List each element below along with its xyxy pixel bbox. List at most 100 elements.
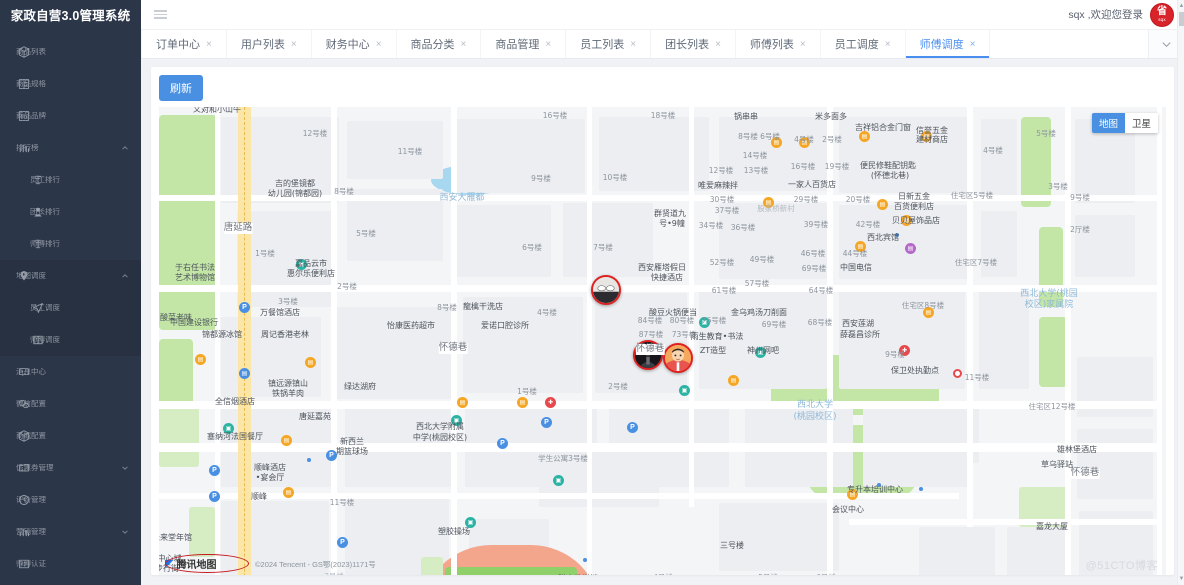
sidebar-item-16[interactable]: 师傅认证 [0, 548, 141, 580]
tab-9[interactable]: 师傅调度 × [906, 30, 991, 58]
tab-8[interactable]: 员工调度× [821, 30, 906, 58]
tab-label: 师傅调度 [919, 39, 964, 51]
map-label: 1号楼 [255, 249, 275, 258]
tab-3[interactable]: 商品分类× [397, 30, 482, 58]
refresh-button[interactable]: 刷新 [159, 75, 203, 101]
sidebar-item-5[interactable]: 团长排行 [0, 196, 141, 228]
tab-2[interactable]: 财务中心× [312, 30, 397, 58]
tab-close-icon[interactable]: × [290, 38, 297, 50]
tab-6[interactable]: 团长列表 × [651, 30, 736, 58]
scroll-down-arrow[interactable]: ▼ [1178, 576, 1184, 582]
tab-label: 团长列表 [665, 39, 710, 51]
chevron-down-icon[interactable] [121, 464, 129, 472]
sidebar-item-label: 商品规格 [16, 79, 46, 88]
chevron-up-icon[interactable] [121, 272, 129, 280]
sidebar-item-3[interactable]: 排行榜 [0, 132, 141, 164]
sidebar-item-label: 团长排行 [30, 207, 60, 216]
poi-icon: ✚ [899, 345, 910, 356]
sidebar-item-8[interactable]: 员工调度 [0, 292, 141, 324]
poi-icon: ▣ [679, 385, 690, 396]
tab-close-icon[interactable]: × [715, 38, 721, 50]
scroll-up-arrow[interactable]: ▲ [1178, 3, 1184, 9]
poi-icon: ▤ [763, 197, 774, 208]
tab-1[interactable]: 用户列表× [227, 30, 312, 58]
map-label: 34号楼 [698, 221, 724, 230]
tab-4[interactable]: 商品管理× [481, 30, 567, 58]
tab-close-icon[interactable]: × [799, 38, 806, 50]
map-label: 未来堂年馆 [159, 533, 192, 542]
sidebar-item-15[interactable]: 营销管理 [0, 516, 141, 548]
tab-7[interactable]: 师傅列表× [736, 30, 821, 58]
sidebar-item-9[interactable]: 师傅调度 [0, 324, 141, 356]
map-label: 4号楼 [537, 308, 557, 317]
sidebar-item-11[interactable]: 微信配置 [0, 388, 141, 420]
tab-close-icon[interactable]: × [375, 38, 382, 50]
hamburger-icon[interactable] [141, 9, 179, 21]
sidebar-item-4[interactable]: 员工排行 [0, 164, 141, 196]
tab-5[interactable]: 员工列表 × [566, 30, 652, 58]
parking-icon: P [337, 537, 348, 548]
map-label: 义对和小山牛 [193, 107, 241, 114]
map-type-map[interactable]: 地图 [1091, 113, 1125, 133]
map-provider-label: 腾讯地图 [176, 560, 217, 571]
sidebar-item-6[interactable]: 师傅排行 [0, 228, 141, 260]
page-scrollbar[interactable]: ▲ ▼ [1177, 0, 1184, 585]
watermark: @51CTO博客 [1085, 560, 1158, 572]
map-label: 64号楼 [808, 286, 834, 295]
map-label: 16号楼 [542, 111, 568, 120]
sidebar-item-label: 商城配置 [16, 431, 46, 440]
map-type-satellite[interactable]: 卫星 [1124, 113, 1158, 133]
navigate-icon [30, 300, 46, 316]
map-label: 12号楼 [708, 166, 734, 175]
tencent-maps-logo[interactable]: ◤ 腾讯地图 [165, 554, 249, 573]
map-label: 西北宾馆 [867, 233, 899, 242]
parking-icon: P [497, 438, 508, 449]
sidebar-item-label: 消息中心 [16, 367, 46, 376]
tab-close-icon[interactable]: × [884, 38, 891, 50]
sidebar-item-14[interactable]: 评价管理 [0, 484, 141, 516]
map-label: 37号楼 [714, 206, 740, 215]
map-label: 于右任书法 [175, 263, 215, 272]
tab-label: 员工列表 [580, 39, 625, 51]
map-label: 3号楼 [1048, 182, 1068, 191]
map-type-toggle[interactable]: 地图 卫星 [1091, 113, 1158, 133]
sidebar-item-12[interactable]: 商城配置 [0, 420, 141, 452]
parking-icon: P [209, 491, 220, 502]
sidebar-item-label: 师傅排行 [30, 239, 60, 248]
parking-icon: P [326, 450, 337, 461]
map-label: 号•9幢 [659, 219, 685, 228]
map-label: 幼儿园(锦都园) [267, 189, 323, 198]
sidebar-item-10[interactable]: 消息中心 [0, 356, 141, 388]
poi-icon: ▤ [771, 137, 782, 148]
map-canvas[interactable]: ▣ ▤ ▤ P ▤ P P P P P ▤ ✚ ▤ ▣ ▣ [159, 107, 1166, 575]
sidebar-item-label: 评价管理 [16, 495, 46, 504]
sidebar-item-1[interactable]: 商品规格 [0, 68, 141, 100]
chevron-down-icon[interactable] [121, 528, 129, 536]
map-label: 42号楼 [855, 220, 881, 229]
map-label: 住宅区5号楼 [950, 191, 994, 200]
map-label: 雄林堡酒店 [1057, 445, 1097, 454]
map-label: 9号楼 [531, 174, 551, 183]
clock-icon [16, 492, 32, 508]
tab-close-icon[interactable]: × [460, 38, 467, 50]
master-marker-3[interactable] [663, 343, 693, 373]
sidebar-item-2[interactable]: 商品品牌 [0, 100, 141, 132]
chevron-up-icon[interactable] [121, 144, 129, 152]
sidebar-item-0[interactable]: 商品列表 [0, 36, 141, 68]
map-label: 30号楼 [709, 195, 735, 204]
sidebar-item-13[interactable]: 优惠券管理 [0, 452, 141, 484]
avatar[interactable]: 省 sqx [1150, 2, 1174, 27]
tab-0[interactable]: 订单中心× [141, 30, 227, 58]
tab-close-icon[interactable]: × [206, 38, 212, 50]
sidebar-item-7[interactable]: 地图调度 [0, 260, 141, 292]
map-label: 49号楼 [749, 255, 775, 264]
map-container[interactable]: ▣ ▤ ▤ P ▤ P P P P P ▤ ✚ ▤ ▣ ▣ [159, 107, 1166, 575]
scrollbar-thumb[interactable] [1179, 12, 1184, 26]
tab-close-icon[interactable]: × [969, 38, 976, 50]
avatar-photo-icon [593, 277, 619, 303]
master-marker-1[interactable] [591, 275, 621, 305]
tab-close-icon[interactable]: × [545, 38, 552, 50]
poi-dot [877, 483, 881, 487]
poi-dot [895, 233, 899, 237]
tab-close-icon[interactable]: × [630, 38, 637, 50]
